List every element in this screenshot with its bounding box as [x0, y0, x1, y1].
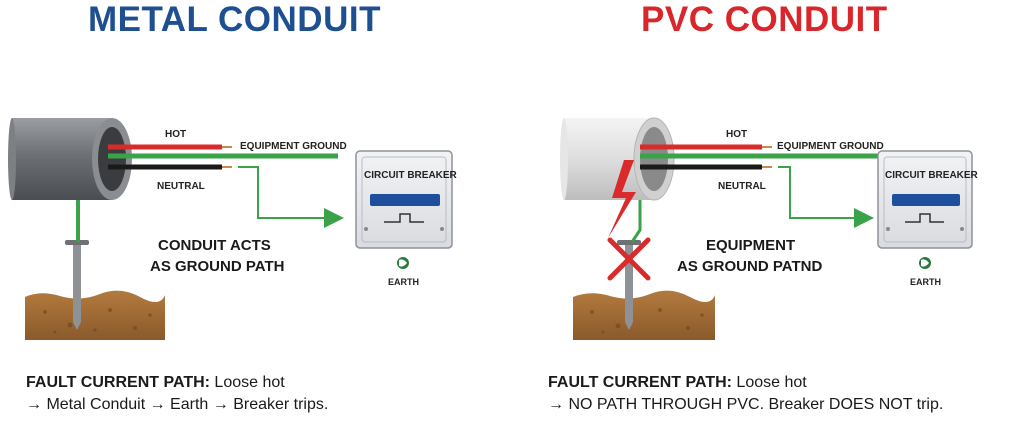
metal-panel: HOT EQUIPMENT GROUND NEUTRAL CONDUIT ACT… [8, 118, 458, 340]
soil-ground-left [25, 290, 165, 340]
caption-left: FAULT CURRENT PATH: Loose hot → Metal Co… [26, 372, 496, 416]
soil-ground-right [573, 290, 715, 340]
path-label-left-line1: CONDUIT ACTS [158, 237, 271, 254]
ground-label-left: EQUIPMENT GROUND [240, 141, 347, 152]
ground-label-right: EQUIPMENT GROUND [777, 141, 884, 152]
hot-label-left: HOT [165, 129, 186, 140]
caption-right-bold: FAULT CURRENT PATH: [548, 374, 732, 391]
ground-rod-right [617, 240, 641, 330]
circuit-breaker-right: CIRCUIT BREAKER [877, 150, 979, 249]
pvc-conduit-title: PVC CONDUIT [641, 0, 888, 39]
ground-rod-left [65, 240, 89, 330]
fault-bolt-icon [608, 160, 636, 238]
caption-left-line1: Loose hot [209, 374, 285, 391]
hot-label-right: HOT [726, 129, 747, 140]
pvc-panel: HOT EQUIPMENT GROUND NEUTRAL EQUIPMENT A… [560, 117, 979, 340]
path-label-left-line2: AS GROUND PATH [150, 258, 284, 275]
circuit-breaker-left: CIRCUIT BREAKER [355, 150, 458, 249]
ground-path-arrow-right [778, 166, 874, 228]
path-label-right-line2: AS GROUND PATND [677, 258, 822, 275]
breaker-label-left: CIRCUIT BREAKER [364, 170, 458, 181]
no-path-x-icon [607, 237, 651, 281]
caption-left-bold: FAULT CURRENT PATH: [26, 374, 210, 391]
caption-left-line2: → Metal Conduit → Earth → Breaker trips. [26, 396, 329, 413]
caption-right-line2: → NO PATH THROUGH PVC. Breaker DOES NOT … [548, 396, 944, 413]
earth-label-left: EARTH [388, 277, 419, 287]
earth-icon-right [919, 257, 931, 269]
path-label-right-line1: EQUIPMENT [706, 237, 795, 254]
neutral-label-right: NEUTRAL [718, 181, 766, 192]
pvc-conduit [560, 117, 675, 201]
ground-path-arrow-left [238, 166, 344, 228]
earth-label-right: EARTH [910, 277, 941, 287]
earth-icon-left [397, 257, 409, 269]
caption-right-line1: Loose hot [731, 374, 807, 391]
metal-conduit-title: METAL CONDUIT [88, 0, 381, 39]
neutral-label-left: NEUTRAL [157, 181, 205, 192]
breaker-label-right: CIRCUIT BREAKER [885, 170, 979, 181]
caption-right: FAULT CURRENT PATH: Loose hot → NO PATH … [548, 372, 1024, 416]
metal-conduit [8, 118, 132, 200]
